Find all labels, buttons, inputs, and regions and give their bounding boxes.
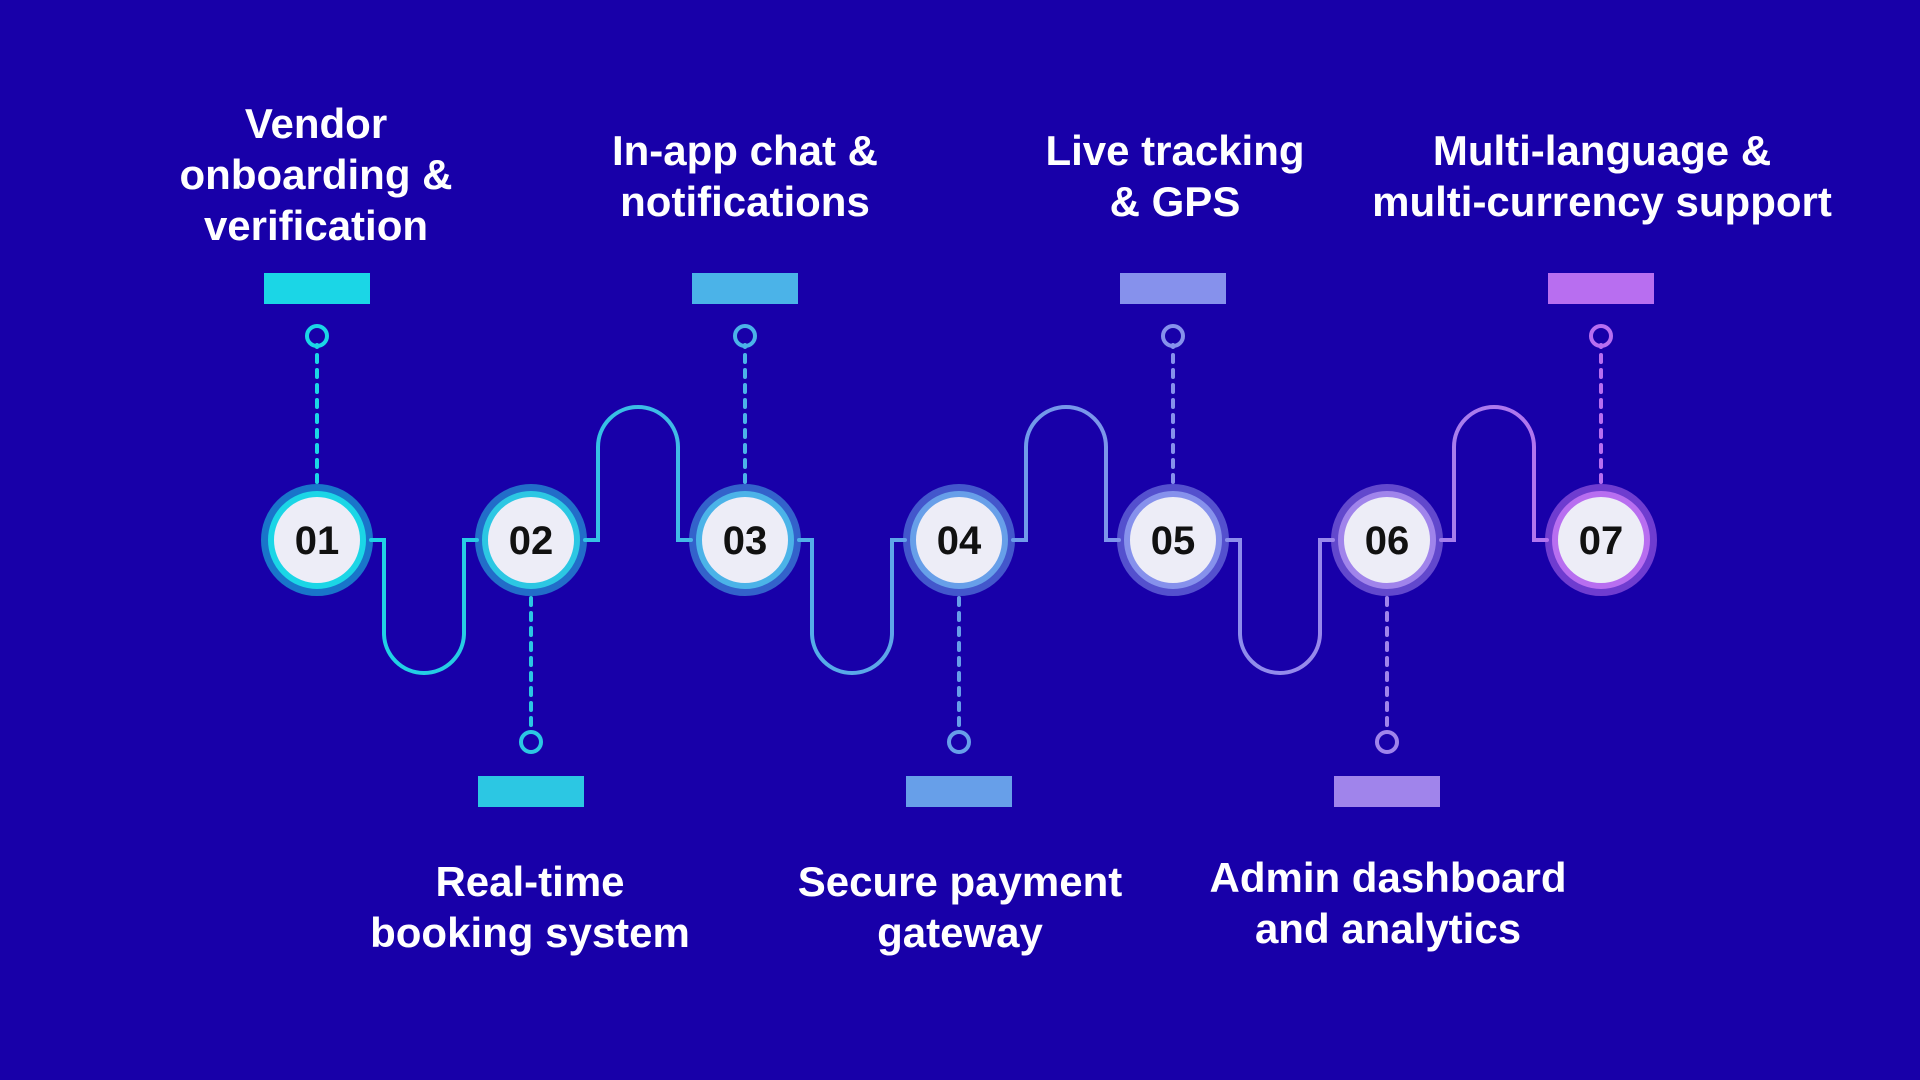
step-2-node (482, 491, 580, 589)
connector-5-6 (1225, 538, 1335, 675)
step-7-number: 07 (1579, 519, 1624, 563)
connector-2-3 (583, 405, 693, 542)
step-7-color-bar (1548, 273, 1654, 304)
step-2-label: Real-time booking system (370, 858, 690, 956)
step-2-node-halo (475, 484, 587, 596)
step-4-ring-marker (947, 730, 971, 754)
step-1-node-halo (261, 484, 373, 596)
step-4-node (910, 491, 1008, 589)
step-5-ring-marker (1161, 324, 1185, 348)
step-3-ring-marker (733, 324, 757, 348)
step-5-label: Live tracking & GPS (1045, 127, 1305, 225)
step-3-node (696, 491, 794, 589)
step-7-node (1552, 491, 1650, 589)
step-5-node (1124, 491, 1222, 589)
step-3-label: In-app chat & notifications (611, 127, 878, 225)
connector-6-7 (1439, 405, 1549, 542)
step-5-node-halo (1117, 484, 1229, 596)
step-7-label: Multi-language & multi-currency support (1372, 127, 1832, 225)
step-6-node (1338, 491, 1436, 589)
step-2-number: 02 (509, 519, 554, 563)
step-6-node-halo (1331, 484, 1443, 596)
connector-3-4 (797, 538, 907, 675)
step-3-number: 03 (723, 519, 768, 563)
step-1-color-bar (264, 273, 370, 304)
step-2-color-bar (478, 776, 584, 807)
step-4-node-halo (903, 484, 1015, 596)
step-2-ring-marker (519, 730, 543, 754)
step-5-color-bar (1120, 273, 1226, 304)
step-3-node-halo (689, 484, 801, 596)
step-3-color-bar (692, 273, 798, 304)
step-7-node-halo (1545, 484, 1657, 596)
step-6-number: 06 (1365, 519, 1410, 563)
step-6-label: Admin dashboard and analytics (1209, 854, 1567, 952)
step-1-number: 01 (295, 519, 340, 563)
step-5-number: 05 (1151, 519, 1196, 563)
step-1-label: Vendor onboarding & verification (179, 100, 453, 249)
connector-1-2 (369, 538, 479, 675)
step-4-number: 04 (937, 519, 982, 563)
step-4-label: Secure payment gateway (797, 858, 1123, 956)
step-1-ring-marker (305, 324, 329, 348)
step-1-node (268, 491, 366, 589)
step-6-color-bar (1334, 776, 1440, 807)
step-4-color-bar (906, 776, 1012, 807)
step-7-ring-marker (1589, 324, 1613, 348)
step-6-ring-marker (1375, 730, 1399, 754)
connector-4-5 (1011, 405, 1121, 542)
